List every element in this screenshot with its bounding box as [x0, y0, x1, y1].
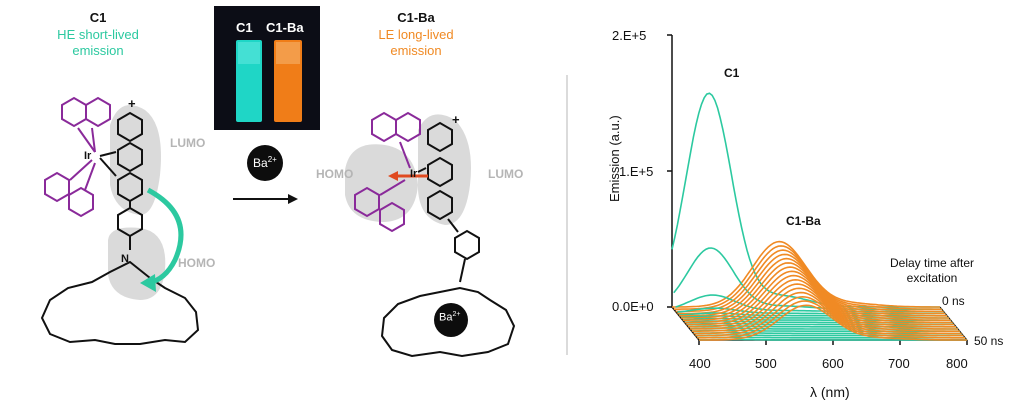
- c1ba-curve: [697, 300, 966, 339]
- photo-label-c1ba: C1-Ba: [266, 20, 304, 35]
- c1ba-curve: [682, 266, 951, 321]
- depth-axis-left: [671, 306, 700, 341]
- homo-lobe-left: [108, 227, 166, 300]
- c1ba-curve: [686, 274, 955, 326]
- vials-photo: [214, 6, 320, 130]
- lumo-label-right: LUMO: [488, 167, 524, 181]
- y-axis-label: Emission (a.u.): [607, 115, 622, 202]
- c1ba-curve: [695, 295, 964, 337]
- c1ba-title: C1-Ba: [397, 10, 435, 25]
- y-tick-1e5: 1.E+5: [619, 164, 654, 179]
- depth-label-line2: excitation: [906, 271, 958, 285]
- x-tick-800: 800: [946, 356, 968, 371]
- c1-curve: [679, 312, 948, 317]
- c1ba-curve: [688, 278, 957, 328]
- ir-label-left: Ir: [84, 150, 92, 162]
- c1-emission-line1: HE short-lived: [57, 27, 139, 42]
- depth-axis-right: [939, 306, 968, 341]
- c1ba-emission-line1: LE long-lived: [378, 27, 454, 42]
- x-tick-500: 500: [755, 356, 777, 371]
- c1ba-curve: [681, 262, 949, 319]
- bipyridine-right: [380, 121, 516, 358]
- ct-arrow: [146, 187, 184, 286]
- bound-ba-circle: [434, 303, 468, 337]
- depth-tick-50ns: 50 ns: [974, 334, 1004, 348]
- x-tick-700: 700: [888, 356, 910, 371]
- x-tick-400: 400: [689, 356, 711, 371]
- series-label-c1ba: C1-Ba: [786, 214, 821, 228]
- ppy-ligands-right: [354, 111, 421, 233]
- x-tick-600: 600: [822, 356, 844, 371]
- c1ba-curve: [699, 304, 967, 341]
- reagent-ba: Ba2+: [253, 155, 277, 170]
- emission-chart: [667, 34, 968, 345]
- y-tick-2e5: 2.E+5: [612, 28, 647, 43]
- c1ba-curve: [691, 287, 960, 332]
- lumo-lobe-left: [110, 105, 161, 215]
- charge-right: +: [452, 112, 460, 127]
- lumo-label-left: LUMO: [170, 136, 206, 150]
- ir-label-right: Ir: [410, 168, 418, 180]
- photo-label-c1: C1: [236, 20, 253, 35]
- amine-n-left: N: [121, 253, 129, 265]
- depth-tick-0ns: 0 ns: [942, 294, 965, 308]
- homo-label-left: HOMO: [178, 256, 216, 270]
- depth-label-line1: Delay time after: [889, 256, 975, 270]
- c1ba-curve: [690, 283, 958, 330]
- y-tick-0: 0.0E+0: [612, 299, 654, 314]
- homo-lobe-right: [345, 144, 418, 222]
- c1-curve: [677, 307, 946, 315]
- ba-ion-circle: [247, 145, 283, 181]
- series-label-c1: C1: [724, 66, 740, 80]
- c1ba-emission-line2: emission: [390, 43, 442, 58]
- bound-ba: Ba2+: [439, 311, 461, 324]
- c1-emission-line2: emission: [72, 43, 124, 58]
- lumo-lobe-right: [418, 114, 471, 225]
- c1-title: C1: [89, 10, 107, 25]
- charge-left: +: [128, 96, 136, 111]
- x-axis-label: λ (nm): [810, 384, 850, 400]
- c1-curve: [675, 294, 944, 313]
- homo-label-right: HOMO: [316, 167, 354, 181]
- c1ba-curve: [693, 291, 962, 335]
- c1-curve: [671, 92, 940, 308]
- c1ba-curve: [679, 257, 948, 317]
- bipyridine-left: [40, 111, 200, 345]
- c1-curve: [673, 247, 942, 310]
- c1ba-curve: [684, 270, 953, 324]
- ppy-ligands-left: [44, 96, 111, 218]
